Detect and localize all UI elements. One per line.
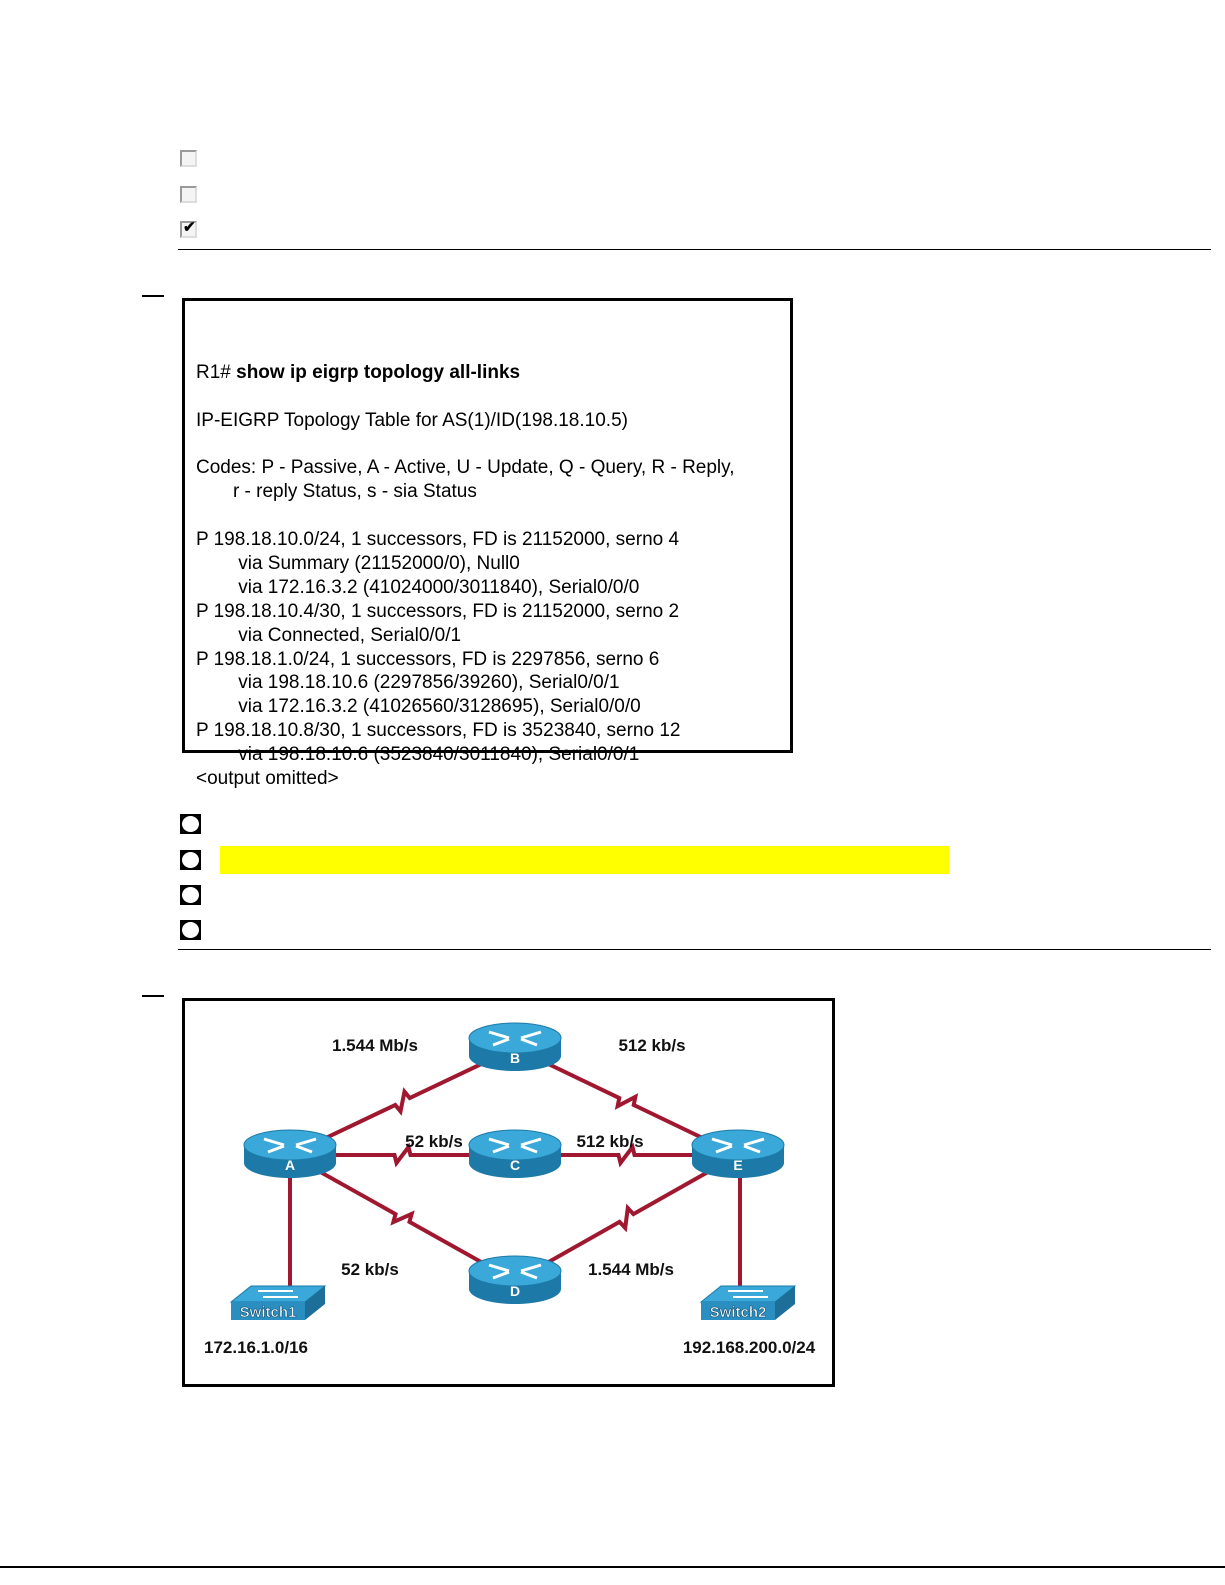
answer-radio-2[interactable] [180,850,201,870]
link-bandwidth-label: 1.544 Mb/s [588,1260,674,1279]
serial-link [514,1153,739,1283]
divider [178,949,1211,950]
link-bandwidth-label: 512 kb/s [618,1036,685,1055]
cli-output-line: Codes: P - Passive, A - Active, U - Upda… [196,457,735,479]
cli-output-line [196,504,790,528]
link-bandwidth-label: 1.544 Mb/s [332,1036,418,1055]
cli-command-line: R1# show ip eigrp topology all-links [196,361,790,385]
switch-label: Switch1 [240,1304,297,1321]
dash-marker [142,295,164,297]
router-c: C [468,1129,562,1178]
router-arrows-icon [488,1030,542,1047]
router-a: A [243,1129,337,1178]
answer-checkbox-3[interactable]: ✔ [180,219,197,238]
serial-link [290,1142,515,1168]
cli-output-line: P 198.18.10.4/30, 1 successors, FD is 21… [196,600,680,622]
divider [178,249,1211,250]
cli-output-line: IP-EIGRP Topology Table for AS(1)/ID(198… [196,409,628,431]
answer-radio-1[interactable] [180,814,201,834]
link-bandwidth-label: 52 kb/s [405,1132,463,1151]
highlighted-answer [220,846,949,874]
cli-output-line: r - reply Status, s - sia Status [196,481,477,503]
answer-radio-3[interactable] [180,885,201,905]
cli-prompt: R1# [196,361,231,383]
switch-2: Switch2 [699,1285,797,1321]
router-arrows-icon [263,1137,317,1154]
cli-output-line: via 198.18.10.6 (2297856/39260), Serial0… [196,672,620,694]
cli-output-line: via Summary (21152000/0), Null0 [196,552,520,574]
link-bandwidth-label: 512 kb/s [576,1132,643,1151]
dash-marker [142,995,164,997]
cli-output-line [196,433,790,457]
network-topology-exhibit: 1.544 Mb/s 512 kb/s 52 kb/s 512 kb/s 52 kb/s… [182,998,835,1387]
cli-output-line: via 172.16.3.2 (41026560/3128695), Seria… [196,696,641,718]
switch-arrows-icon [258,1290,298,1298]
router-label: C [510,1157,520,1173]
cli-output-line: via 198.18.10.6 (3523840/3011840), Seria… [196,744,640,766]
network-address-switch2: 192.168.200.0/24 [683,1338,816,1357]
router-b: B [468,1022,562,1071]
switch-arrows-icon [728,1290,768,1298]
cli-output-line: P 198.18.1.0/24, 1 successors, FD is 229… [196,648,660,670]
serial-link [289,1046,516,1157]
serial-link [515,1142,738,1168]
page-bottom-rule [0,1566,1225,1568]
checkmark-icon: ✔ [183,219,196,236]
router-label: B [510,1050,520,1066]
cli-output-line: via 172.16.3.2 (41024000/3011840), Seria… [196,576,640,598]
router-arrows-icon [711,1137,765,1154]
router-label: A [285,1157,295,1173]
router-arrows-icon [488,1263,542,1280]
cli-output-line: via Connected, Serial0/0/1 [196,624,462,646]
serial-link [514,1046,739,1157]
cli-output-line: <output omitted> [196,767,339,789]
router-d: D [468,1255,562,1304]
serial-link [289,1153,516,1283]
switch-1: Switch1 [229,1285,327,1321]
cli-output-exhibit: R1# show ip eigrp topology all-links IP-… [182,298,793,789]
router-e: E [691,1129,785,1178]
link-bandwidth-label: 52 kb/s [341,1260,399,1279]
answer-checkbox-2[interactable] [180,186,197,203]
network-address-switch1: 172.16.1.0/16 [204,1338,308,1357]
cli-output-line: P 198.18.10.8/30, 1 successors, FD is 35… [196,720,681,742]
router-label: E [733,1157,742,1173]
cli-command: show ip eigrp topology all-links [230,361,521,383]
router-label: D [510,1283,520,1299]
answer-radio-4[interactable] [180,920,201,940]
switch-label: Switch2 [710,1304,767,1321]
cli-output-line: P 198.18.10.0/24, 1 successors, FD is 21… [196,529,680,551]
router-arrows-icon [488,1137,542,1154]
answer-checkbox-1[interactable] [180,150,197,167]
